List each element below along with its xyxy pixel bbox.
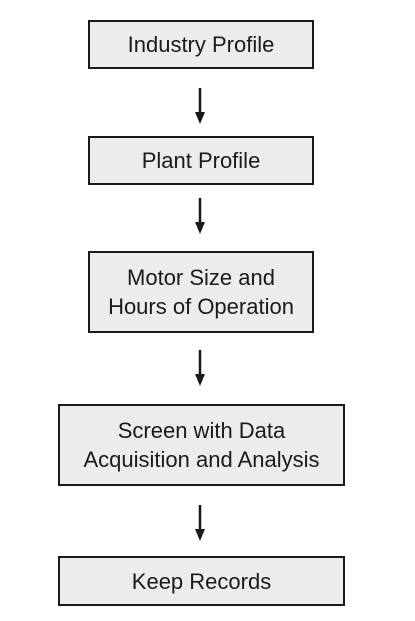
step-industry-profile: Industry Profile <box>88 20 314 69</box>
arrow-3 <box>195 350 205 386</box>
arrow-4 <box>195 505 205 541</box>
step-motor-size-hours: Motor Size and Hours of Operation <box>88 251 314 333</box>
step-plant-profile: Plant Profile <box>88 136 314 185</box>
arrow-2 <box>195 198 205 234</box>
step-keep-records: Keep Records <box>58 556 345 606</box>
arrow-1 <box>195 88 205 124</box>
step-screen-data-acquisition: Screen with Data Acquisition and Analysi… <box>58 404 345 486</box>
